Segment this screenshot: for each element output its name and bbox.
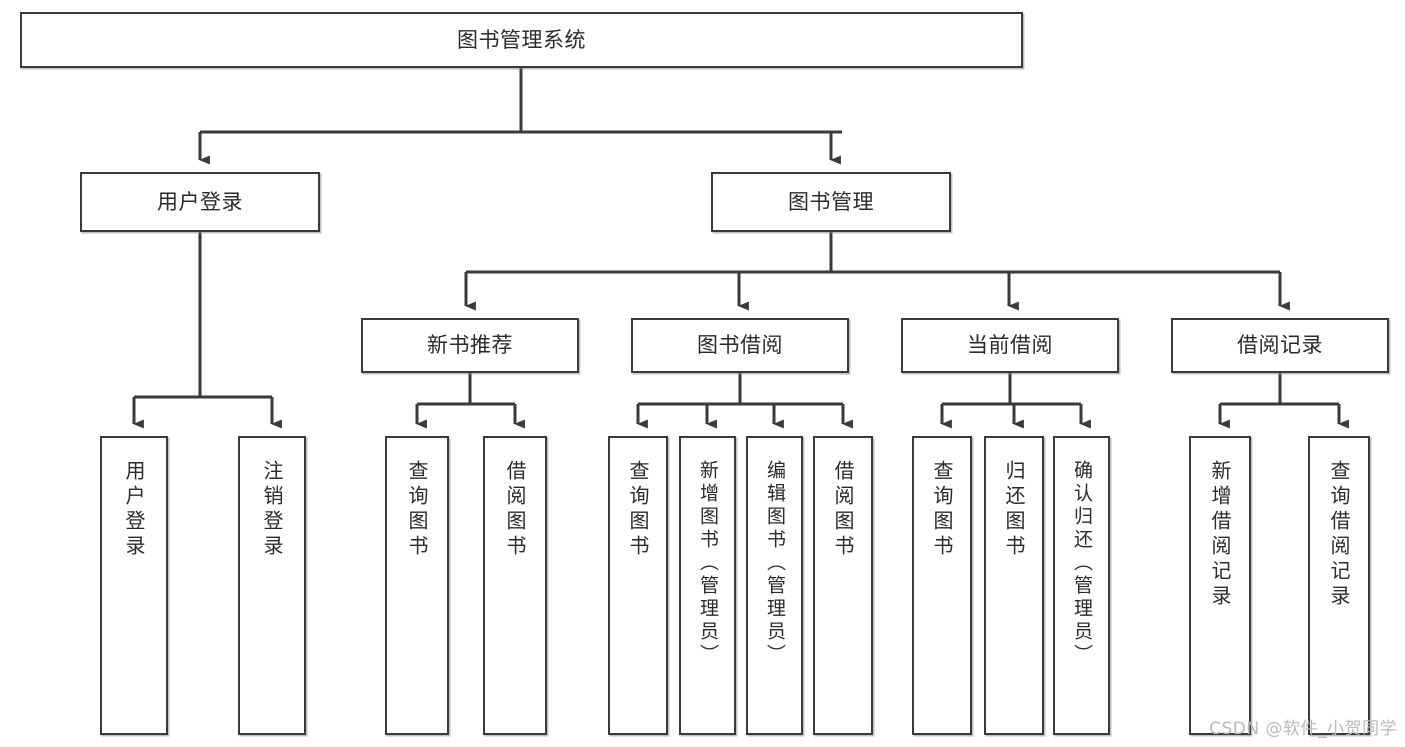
node-leaf-query-book-2[interactable]: 查询图书 [608,436,668,735]
node-leaf-query-record[interactable]: 查询借阅记录 [1308,436,1370,735]
node-label: 借阅图书 [831,460,855,560]
node-label: 确认归还（管理员） [1071,460,1093,667]
node-leaf-borrow-book-2[interactable]: 借阅图书 [813,436,873,735]
node-label: 查询借阅记录 [1327,460,1351,610]
node-label: 借阅图书 [503,460,527,560]
node-label: 查询图书 [930,460,954,560]
node-label: 新增图书（管理员） [697,460,719,667]
node-leaf-confirm-return[interactable]: 确认归还（管理员） [1053,436,1110,735]
node-label: 图书管理 [788,189,874,214]
node-label: 新书推荐 [427,333,513,358]
node-leaf-query-book-3[interactable]: 查询图书 [912,436,972,735]
node-label: 查询图书 [626,460,650,560]
node-label: 当前借阅 [967,333,1053,358]
node-leaf-edit-book[interactable]: 编辑图书（管理员） [746,436,803,735]
node-leaf-add-record[interactable]: 新增借阅记录 [1189,436,1251,735]
node-label: 图书管理系统 [457,27,586,52]
node-new-book-rec[interactable]: 新书推荐 [361,318,579,373]
node-leaf-logout[interactable]: 注销登录 [238,436,306,735]
node-current-borrow[interactable]: 当前借阅 [901,318,1119,373]
node-label: 图书借阅 [697,333,783,358]
node-leaf-borrow-book-1[interactable]: 借阅图书 [483,436,547,735]
node-label: 用户登录 [157,189,243,214]
node-leaf-return-book[interactable]: 归还图书 [984,436,1044,735]
node-label: 注销登录 [260,460,284,560]
node-label: 查询图书 [405,460,429,560]
node-book-borrow[interactable]: 图书借阅 [631,318,849,373]
node-label: 用户登录 [122,460,146,560]
node-leaf-user-login[interactable]: 用户登录 [100,436,168,735]
node-label: 新增借阅记录 [1208,460,1232,610]
node-borrow-record[interactable]: 借阅记录 [1171,318,1389,373]
node-book-manage[interactable]: 图书管理 [711,172,951,232]
node-leaf-query-book-1[interactable]: 查询图书 [385,436,449,735]
node-root[interactable]: 图书管理系统 [20,12,1023,68]
csdn-watermark: CSDN @软件_小贺同学 [1209,719,1397,739]
node-user-login[interactable]: 用户登录 [80,172,320,232]
node-label: 编辑图书（管理员） [764,460,786,667]
node-leaf-add-book[interactable]: 新增图书（管理员） [679,436,736,735]
node-label: 归还图书 [1002,460,1026,560]
node-label: 借阅记录 [1237,333,1323,358]
